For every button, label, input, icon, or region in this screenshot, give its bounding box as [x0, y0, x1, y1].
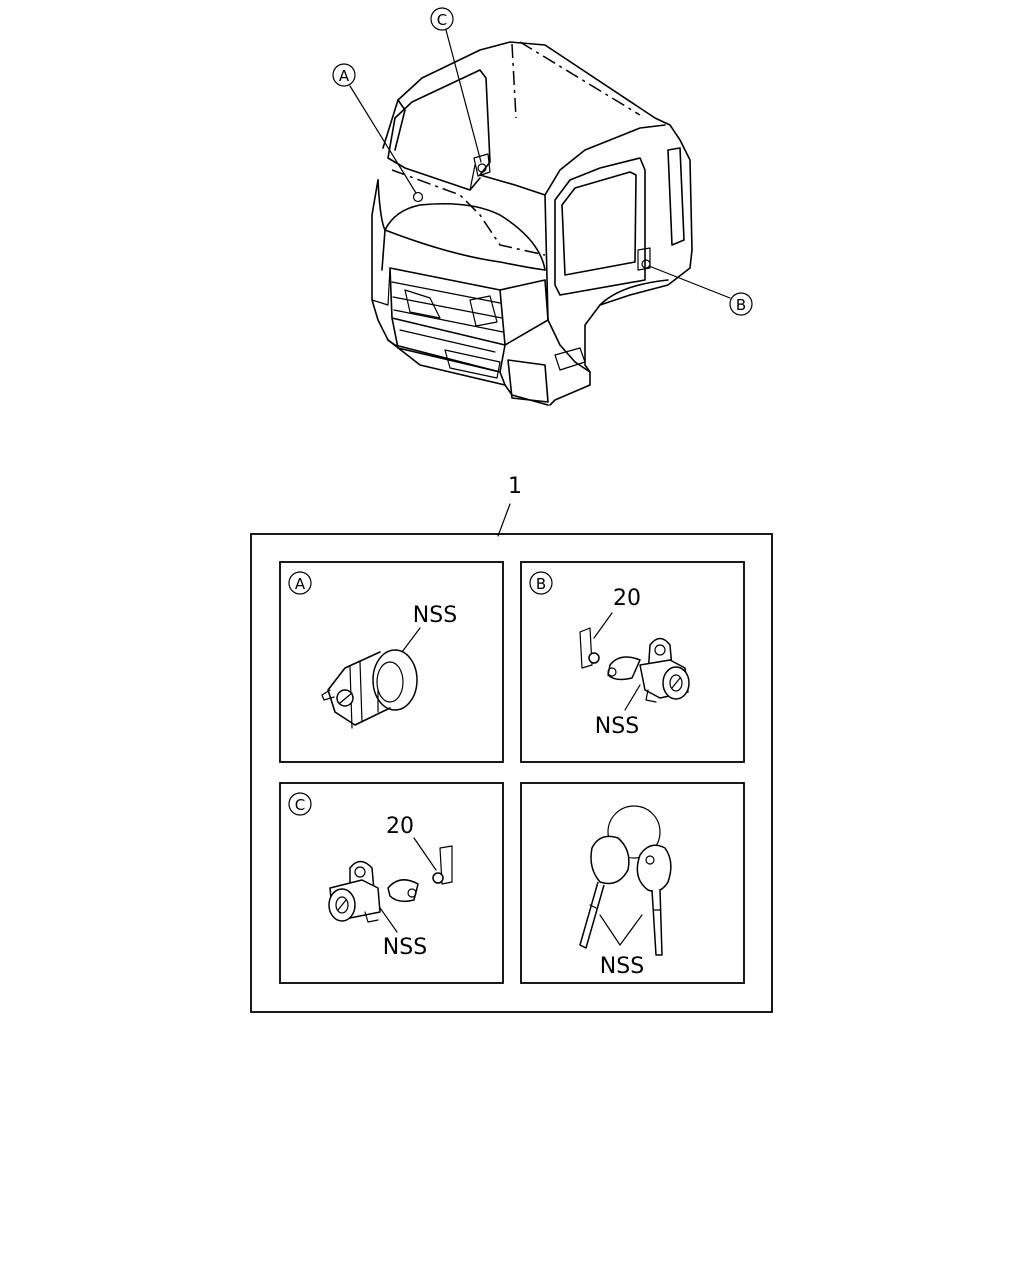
panel-keys: NSS: [520, 782, 745, 984]
panel-a-frame: [279, 561, 504, 763]
truck-cab-illustration: [371, 41, 693, 406]
panel-b-part-number: 20: [613, 586, 641, 611]
panel-c: C 20 NSS: [279, 782, 504, 984]
panel-c-frame: [279, 782, 504, 984]
assembly-leader-line: [497, 503, 511, 537]
panel-keys-frame: [520, 782, 745, 984]
callout-c-label: C: [437, 11, 447, 29]
panel-c-nss-label: NSS: [383, 935, 427, 960]
panel-keys-nss-label: NSS: [600, 954, 644, 979]
panel-b: B 20 NSS: [520, 561, 745, 763]
panel-b-nss-label: NSS: [595, 714, 639, 739]
panel-a-nss-label: NSS: [413, 603, 457, 628]
ignition-lock-drawing: [321, 649, 418, 729]
callout-a-label: A: [339, 67, 350, 85]
callout-c: C: [430, 7, 482, 163]
door-lock-c-drawing: [328, 845, 453, 923]
callout-b-label: B: [736, 296, 746, 314]
door-lock-b-drawing: [579, 627, 690, 703]
callout-b: B: [648, 265, 753, 316]
panel-a: A NSS: [279, 561, 504, 763]
key-set-drawing: [579, 805, 672, 956]
panel-b-badge: B: [536, 575, 546, 593]
panel-b-frame: [520, 561, 745, 763]
assembly-ref-number: 1: [508, 474, 522, 499]
lock-set-frame: [250, 533, 773, 1013]
panel-a-badge: A: [295, 575, 306, 593]
panel-c-badge: C: [295, 796, 305, 814]
callout-a: A: [332, 63, 417, 194]
panel-c-part-number: 20: [386, 814, 414, 839]
